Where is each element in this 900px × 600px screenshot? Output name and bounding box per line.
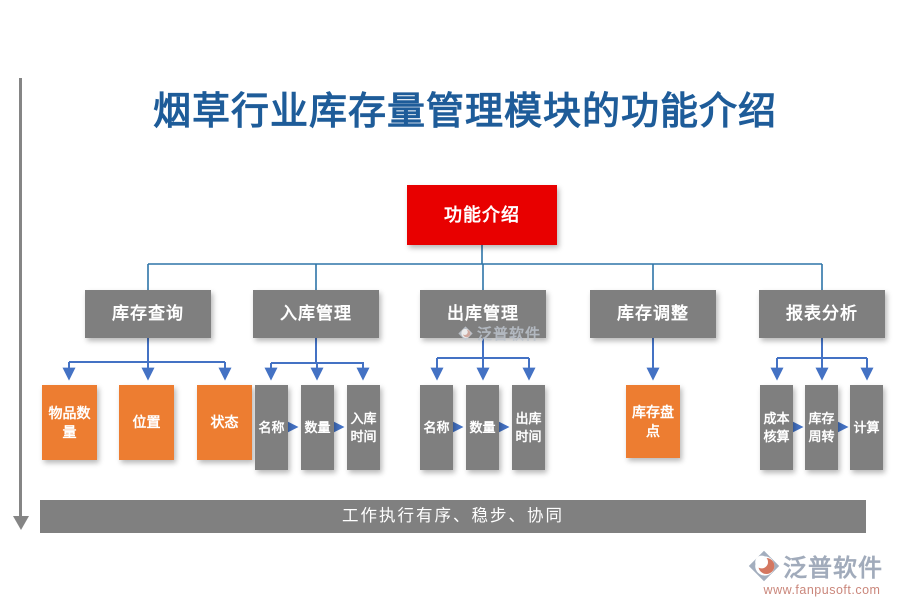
- branch-inbound-management: 入库管理: [253, 290, 379, 338]
- bottom-banner: 工作执行有序、稳步、协同: [40, 500, 866, 533]
- page-title: 烟草行业库存量管理模块的功能介绍: [152, 91, 777, 133]
- branch-inventory-query: 库存查询: [85, 290, 211, 338]
- branch-inventory-adjustment: 库存调整: [590, 290, 716, 338]
- leaf-item-quantity: 物品数量: [42, 385, 97, 460]
- brand-url: www.fanpusoft.com: [763, 583, 881, 597]
- leaf-calculation: 计算: [850, 385, 883, 470]
- leaf-outbound-time: 出库时间: [512, 385, 545, 470]
- leaf-status: 状态: [197, 385, 252, 460]
- branch-report-analysis: 报表分析: [759, 290, 885, 338]
- root-node-function-intro: 功能介绍: [407, 185, 557, 245]
- branch-outbound-management: 出库管理: [420, 290, 546, 338]
- brand-logo-icon: [748, 550, 780, 581]
- leaf-inbound-quantity: 数量: [301, 385, 334, 470]
- timeline-arrow-down-icon: [12, 516, 29, 530]
- leaf-inventory-check: 库存盘点: [626, 385, 680, 458]
- leaf-cost-accounting: 成本核算: [760, 385, 793, 470]
- leaf-inbound-time: 入库时间: [347, 385, 380, 470]
- leaf-outbound-quantity: 数量: [466, 385, 499, 470]
- leaf-inbound-name: 名称: [255, 385, 288, 470]
- leaf-location: 位置: [119, 385, 174, 460]
- leaf-inventory-turnover: 库存周转: [805, 385, 838, 470]
- brand-footer: 泛普软件 www.fanpusoft.com: [748, 548, 896, 597]
- brand-name: 泛普软件: [783, 555, 883, 582]
- timeline-line: [19, 78, 22, 518]
- leaf-outbound-name: 名称: [420, 385, 453, 470]
